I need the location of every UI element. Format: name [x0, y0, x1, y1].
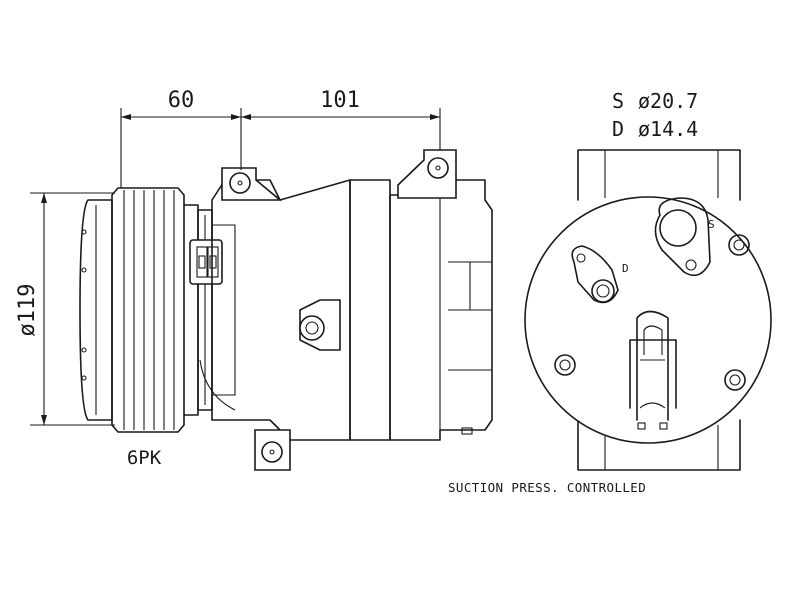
suction-port-diameter: ø20.7 [638, 89, 698, 113]
mount-hole-icon [724, 369, 746, 391]
mount-hole-icon [554, 354, 576, 376]
suction-port-flange [654, 197, 711, 277]
mount-hole-icon [728, 234, 750, 256]
discharge-marker: D [622, 262, 629, 275]
rear-housing-circle [524, 196, 772, 444]
cylinder-block [349, 179, 391, 441]
mount-hole-icon [254, 429, 291, 471]
control-note: SUCTION PRESS. CONTROLLED [448, 480, 646, 495]
suction-marker: S [708, 218, 715, 231]
belt-type-label: 6PK [127, 447, 162, 469]
electrical-connector-icon [189, 239, 223, 285]
top-bracket [577, 149, 741, 201]
pulley-front-plate [79, 199, 113, 421]
dimension-vertical [30, 192, 115, 426]
bottom-bracket [577, 419, 741, 471]
rear-view: S D S ø20.7 D ø14.4 [524, 89, 772, 471]
side-view: 60 101 ø119 6PK [15, 88, 493, 471]
clutch-housing [183, 204, 199, 416]
dimension-60-label: 60 [168, 88, 195, 113]
pulley-grooves [111, 187, 185, 433]
discharge-port-label: D [612, 117, 624, 141]
dimension-101-label: 101 [320, 88, 360, 113]
dimension-diameter-label: ø119 [15, 284, 40, 337]
mount-hole-icon [221, 167, 283, 201]
dimension-horizontal [120, 108, 441, 188]
mount-hole-icon [397, 149, 457, 199]
discharge-port-diameter: ø14.4 [638, 117, 698, 141]
suction-port [659, 209, 697, 247]
suction-port-label: S [612, 89, 624, 113]
control-valve [629, 310, 677, 430]
service-boss [299, 299, 341, 351]
discharge-port [591, 279, 615, 303]
front-housing [211, 179, 351, 441]
